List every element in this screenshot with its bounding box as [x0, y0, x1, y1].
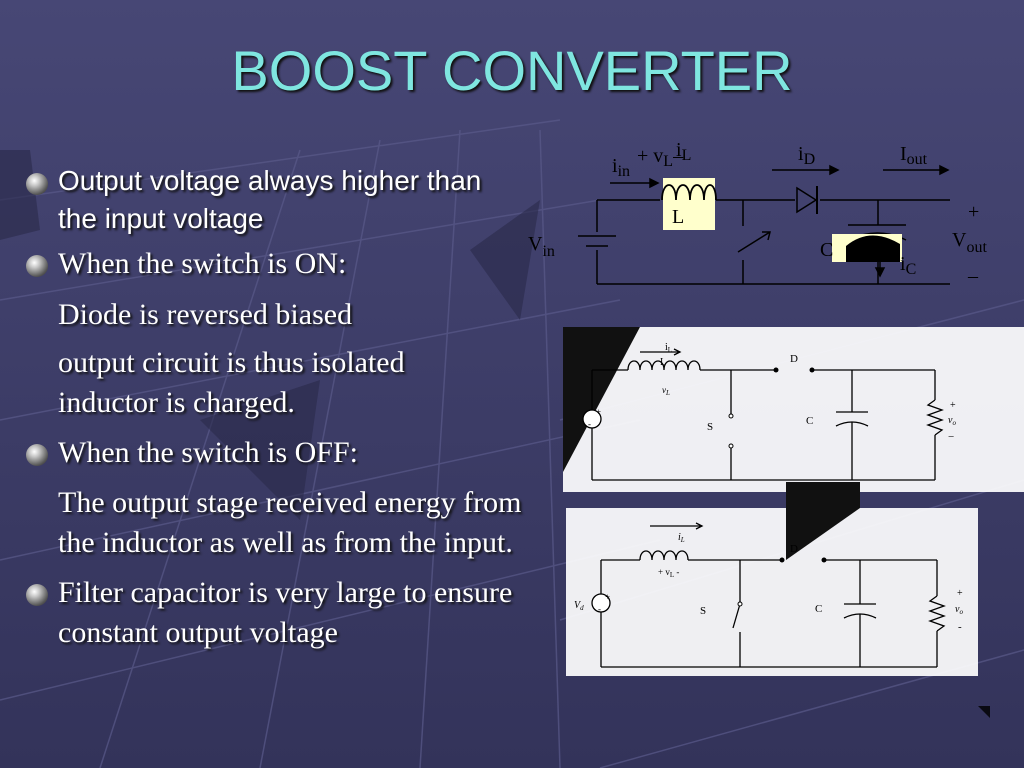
svg-text:+: + [596, 407, 601, 417]
off-i-l-label: iL [678, 532, 685, 544]
on-l-label: L [660, 357, 666, 368]
inductor-label: L [672, 206, 684, 228]
sphere-bullet-icon [26, 584, 48, 606]
on-circuit-shadow [563, 327, 640, 472]
capacitor-label: C [820, 239, 833, 261]
off-vo-label: vo [955, 604, 963, 616]
off-circuit-panel [566, 508, 978, 676]
slide-title: BOOST CONVERTER [231, 39, 793, 102]
sphere-bullet-icon [26, 173, 48, 195]
on-i-l-label: iL [665, 342, 672, 354]
v-out-label: Vout [952, 229, 987, 256]
svg-text:+: + [605, 592, 610, 602]
bullet-item: output circuit is thus isolated inductor… [26, 343, 476, 423]
bullet-text: The output stage received energy from th… [58, 486, 522, 559]
off-vl-label: + vL - [658, 567, 679, 579]
on-circuit-panel [563, 327, 1024, 492]
i-l-label: iL [676, 139, 691, 164]
off-capacitor-label: C [815, 603, 822, 615]
bullet-list: Output voltage always higher than the in… [26, 162, 526, 653]
off-vo-minus: - [958, 621, 962, 633]
capacitor-plate-icon [846, 235, 900, 262]
off-switch-label: S [700, 605, 706, 617]
bullet-text: When the switch is OFF: [58, 436, 358, 469]
bullet-item: Output voltage always higher than the in… [26, 162, 526, 238]
bullet-item: When the switch is OFF: [26, 433, 526, 473]
bullet-item: Diode is reversed biased [26, 295, 526, 335]
i-out-label: Iout [900, 143, 928, 168]
bullet-text: Filter capacitor is very large to ensure… [58, 576, 513, 649]
switch-on-circuit [591, 348, 944, 481]
on-vo-label: vo [948, 415, 956, 427]
on-vo-minus: − [948, 431, 954, 443]
off-circuit-shadow [786, 482, 860, 560]
on-diode-label: D [790, 353, 798, 365]
off-vd-label: Vd [574, 600, 584, 612]
out-minus-sign: – [967, 265, 979, 287]
bullet-item: Filter capacitor is very large to ensure… [26, 573, 526, 653]
svg-text:-: - [598, 604, 601, 614]
bullet-text: output circuit is thus isolated inductor… [58, 346, 405, 419]
bullet-text: When the switch is ON: [58, 247, 347, 280]
out-plus-sign: + [968, 201, 979, 223]
i-c-label: iC [900, 253, 916, 278]
sphere-bullet-icon [26, 255, 48, 277]
switch-off-circuit [600, 522, 946, 668]
bullet-item: The output stage received energy from th… [26, 483, 526, 563]
sphere-bullet-icon [26, 444, 48, 466]
v-l-label: + vL– [637, 145, 684, 170]
nav-arrow-icon [978, 706, 990, 718]
diode-symbol [796, 186, 818, 214]
on-capacitor-label: C [806, 415, 813, 427]
on-vl-label: vL [662, 385, 670, 397]
on-switch-label: S [707, 421, 713, 433]
i-d-label: iD [798, 143, 815, 168]
on-vo-plus: + [950, 400, 956, 411]
off-vo-plus: + [957, 588, 963, 599]
inductor-symbol [661, 184, 717, 201]
bullet-text: Output voltage always higher than the in… [58, 165, 482, 234]
i-in-label: iin [612, 155, 630, 180]
off-diode-label: D [790, 543, 798, 555]
bullet-text: Diode is reversed biased [58, 298, 353, 331]
bullet-item: When the switch is ON: [26, 244, 526, 284]
v-in-label: Vin [528, 233, 555, 260]
boost-schematic [578, 199, 950, 285]
svg-text:-: - [588, 419, 591, 429]
